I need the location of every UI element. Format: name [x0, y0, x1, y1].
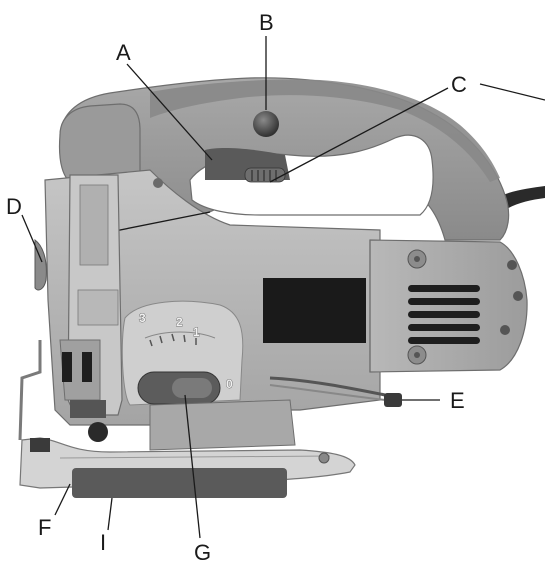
dust-port-cord	[269, 376, 386, 397]
leader-a	[126, 63, 213, 161]
dial-ticks	[149, 333, 197, 347]
blade-guard-wire	[18, 340, 42, 441]
callout-e: E	[450, 388, 465, 413]
callout-b: B	[259, 10, 274, 35]
leader-g	[184, 394, 201, 539]
callout-d: D	[6, 194, 22, 219]
rear-screw-2	[513, 291, 523, 301]
dial-mark-1: 1	[193, 325, 200, 339]
motor-housing	[369, 239, 528, 373]
label-plate	[263, 278, 366, 343]
dial-mark-3: 3	[139, 311, 146, 325]
rear-screw-1	[507, 260, 517, 270]
base-clamp	[30, 438, 50, 452]
callout-f: F	[38, 515, 51, 540]
power-cord	[500, 186, 545, 210]
dial-mark-0: 0	[226, 377, 233, 391]
callout-i: I	[100, 530, 106, 555]
dial-mark-2: 2	[176, 315, 183, 329]
blade-lever	[34, 239, 47, 291]
dust-port-plug	[384, 393, 402, 407]
leader-d	[21, 214, 43, 263]
callout-c: C	[451, 72, 467, 97]
base-foot	[72, 468, 287, 498]
lower-housing	[149, 399, 296, 451]
front-housing	[58, 103, 141, 186]
rear-screw-3	[500, 325, 510, 335]
leader-c-ext	[479, 83, 545, 101]
roller-guide	[88, 422, 108, 442]
leader-c	[269, 87, 449, 183]
callout-a: A	[116, 40, 131, 65]
leader-f	[54, 483, 71, 516]
motor-vents	[408, 285, 480, 344]
variable-speed-trigger[interactable]	[244, 167, 286, 183]
callout-g: G	[194, 540, 211, 565]
handle-grip	[150, 79, 500, 182]
leader-i	[107, 497, 113, 531]
speed-control-knob[interactable]	[253, 111, 279, 137]
